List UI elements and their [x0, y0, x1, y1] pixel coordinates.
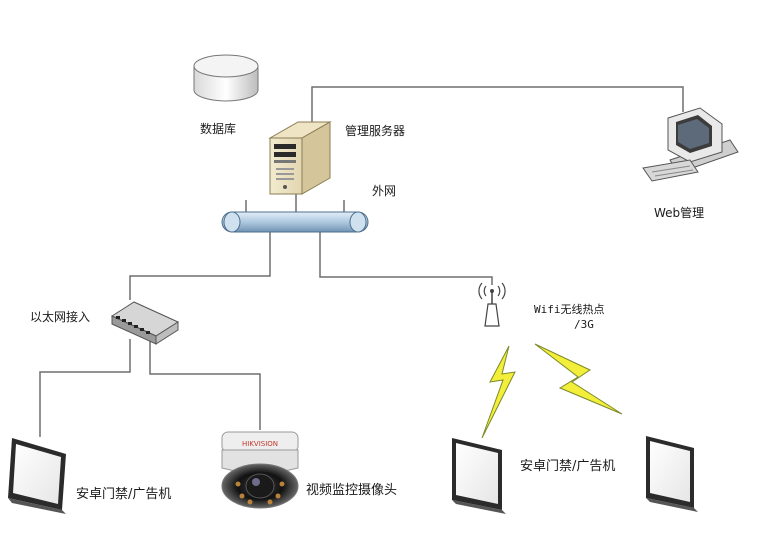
android-door-ad-right-label: 安卓门禁/广告机 [520, 459, 616, 474]
wifi-antenna-icon [478, 282, 506, 327]
camera-brand-text: HIKVISION [242, 440, 278, 448]
android-terminal-mid-icon [452, 438, 506, 514]
switch-to-left-terminal-line [39, 339, 131, 437]
lightning-bolt-right-icon [534, 343, 623, 415]
management-server-label: 管理服务器 [345, 124, 406, 138]
server-to-web-line [311, 86, 684, 124]
wifi-hotspot-label: Wifi无线热点 [534, 303, 605, 316]
android-terminal-left-icon [8, 438, 66, 514]
server-icon [268, 121, 332, 195]
dome-camera-icon: HIKVISION [221, 431, 299, 509]
android-door-ad-left-label: 安卓门禁/广告机 [76, 487, 172, 502]
switch-to-camera-line [149, 339, 261, 430]
android-terminal-right-icon [646, 436, 698, 512]
ethernet-switch-icon [110, 301, 180, 345]
database-icon [193, 54, 259, 102]
bus-to-switch-line [129, 232, 271, 300]
wifi-hotspot-label-3g: /3G [574, 318, 594, 331]
database-label: 数据库 [200, 122, 237, 136]
computer-icon [642, 107, 739, 182]
ethernet-access-label: 以太网接入 [30, 310, 91, 324]
external-network-label: 外网 [372, 184, 397, 198]
lightning-bolt-left-icon [481, 345, 516, 439]
video-camera-label: 视频监控摄像头 [306, 483, 398, 498]
bus-to-hotspot-line [319, 232, 493, 285]
web-management-label: Web管理 [654, 206, 705, 220]
connection-lines [39, 86, 684, 437]
network-bus-icon [221, 211, 369, 233]
